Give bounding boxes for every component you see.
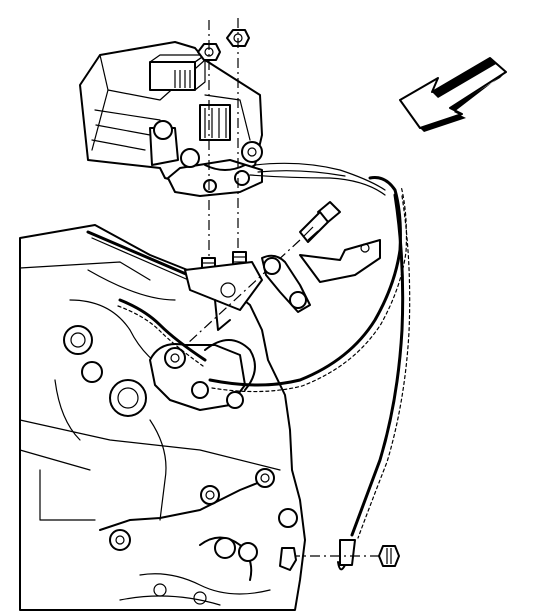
ground-strap-icon	[261, 239, 381, 313]
connector-icon	[279, 539, 400, 571]
coiled-cable-icon	[208, 162, 411, 539]
bracket-icon	[184, 261, 263, 331]
engine-block	[19, 224, 306, 611]
wire-harness-icon	[117, 298, 207, 367]
terminal-block	[149, 339, 256, 411]
dipstick-tube	[86, 230, 202, 286]
starter-motor-icon	[79, 41, 263, 197]
arrow-icon	[399, 57, 507, 132]
